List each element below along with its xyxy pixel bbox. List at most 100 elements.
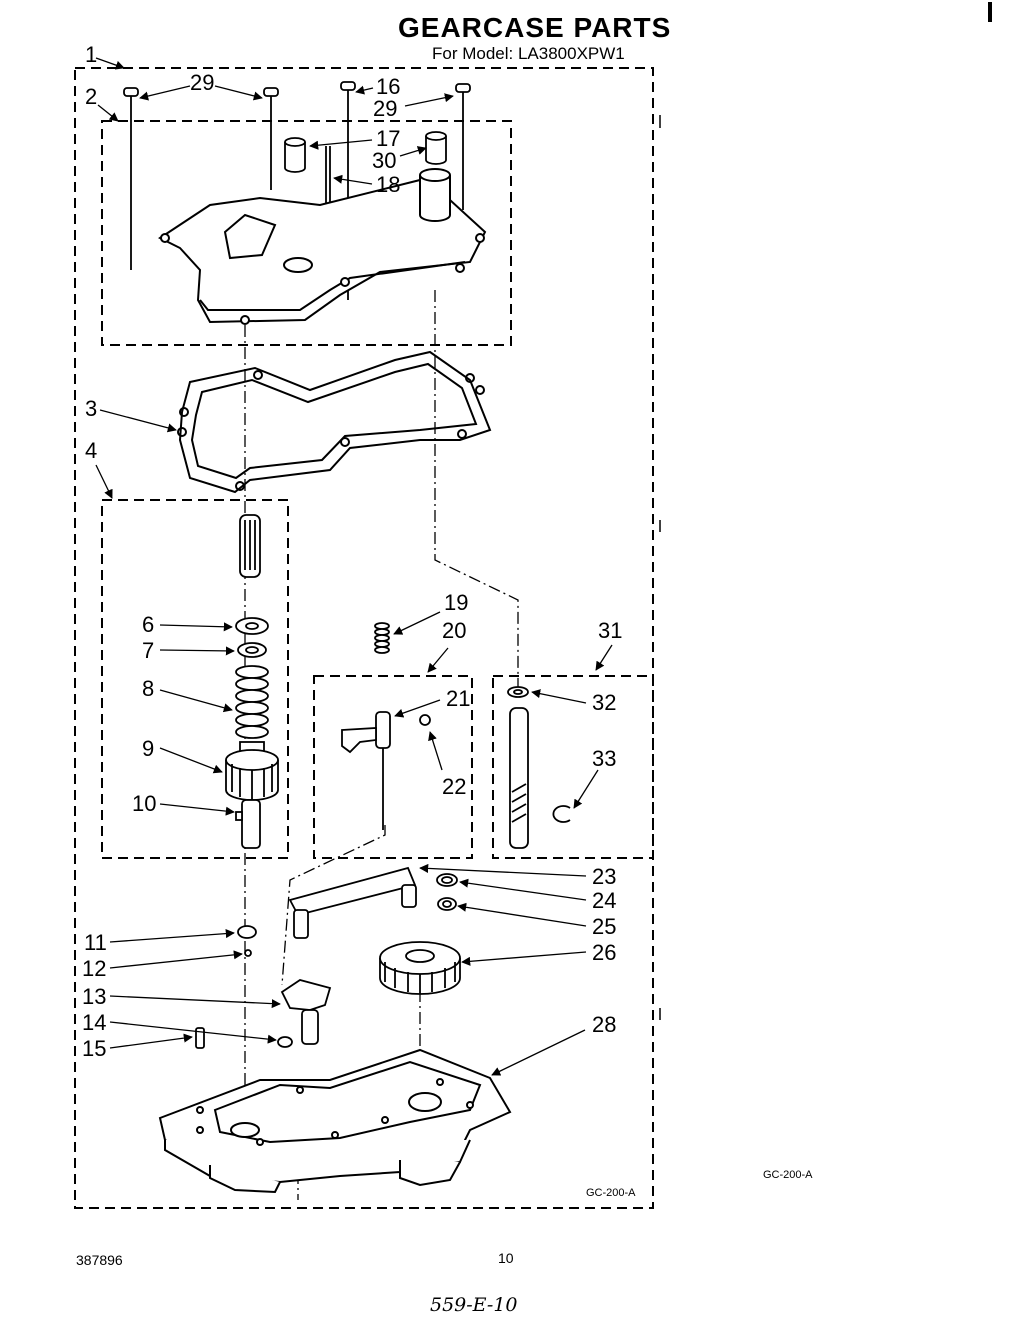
leader-10 bbox=[159, 803, 235, 816]
ball-12 bbox=[244, 949, 252, 957]
gearcase-base bbox=[158, 1048, 512, 1194]
leader-16 bbox=[355, 85, 374, 95]
leader-13 bbox=[109, 995, 281, 1009]
drive-shaft bbox=[509, 707, 529, 849]
leader-4 bbox=[95, 464, 113, 499]
callout-11: 11 bbox=[84, 930, 107, 955]
screw-29-left bbox=[123, 87, 139, 270]
spring-8 bbox=[235, 665, 269, 739]
doc-number: 387896 bbox=[76, 1252, 123, 1268]
diagram-code-outside: GC-200-A bbox=[763, 1169, 813, 1181]
washer-6 bbox=[235, 617, 269, 635]
callout-22: 22 bbox=[442, 774, 467, 799]
callout-2: 2 bbox=[85, 84, 98, 109]
leader-12 bbox=[109, 950, 243, 969]
leader-24 bbox=[459, 878, 587, 901]
callout-13: 13 bbox=[82, 984, 107, 1009]
callout-9: 9 bbox=[142, 736, 155, 761]
align-line bbox=[281, 825, 386, 986]
leader-7 bbox=[159, 646, 235, 656]
assembly-frame-1 bbox=[74, 67, 654, 1209]
leader-9 bbox=[159, 747, 223, 774]
gasket-3 bbox=[177, 350, 492, 494]
callout-18: 18 bbox=[376, 172, 401, 197]
cover-frame-2 bbox=[101, 120, 512, 346]
callout-23: 23 bbox=[592, 864, 617, 889]
callout-32: 32 bbox=[592, 690, 617, 715]
clip-22 bbox=[419, 714, 431, 726]
leader-17 bbox=[309, 139, 373, 150]
leader-29a-left bbox=[139, 85, 191, 101]
leader-28 bbox=[491, 1029, 586, 1076]
callout-24: 24 bbox=[592, 888, 617, 913]
retaining-ring-33 bbox=[552, 805, 571, 823]
shaft-frame-31 bbox=[492, 675, 654, 859]
callout-8: 8 bbox=[142, 676, 155, 701]
pin-15 bbox=[195, 1027, 205, 1049]
shift-fork-21 bbox=[341, 711, 391, 830]
leader-14 bbox=[109, 1021, 277, 1044]
callout-19: 19 bbox=[444, 590, 469, 615]
leader-22 bbox=[428, 731, 443, 771]
callout-17: 17 bbox=[376, 126, 401, 151]
washer-32 bbox=[507, 686, 529, 698]
washer-24 bbox=[436, 873, 458, 887]
pinion-gear-9 bbox=[225, 741, 279, 801]
leader-1 bbox=[95, 57, 125, 70]
callout-10: 10 bbox=[132, 791, 157, 816]
callout-3: 3 bbox=[85, 396, 98, 421]
leader-33 bbox=[573, 769, 599, 809]
pinion-shaft bbox=[239, 514, 261, 578]
spring-19 bbox=[374, 622, 390, 654]
washer-7 bbox=[237, 642, 267, 658]
page-title: GEARCASE PARTS bbox=[398, 12, 672, 43]
model-line: For Model: LA3800XPW1 bbox=[432, 44, 625, 63]
leader-18 bbox=[333, 174, 373, 185]
callout-16: 16 bbox=[376, 74, 401, 99]
pinion-shaft-10 bbox=[235, 799, 261, 849]
callout-26: 26 bbox=[592, 940, 617, 965]
callout-33: 33 bbox=[592, 746, 617, 771]
leader-15 bbox=[109, 1033, 193, 1049]
callout-12: 12 bbox=[82, 956, 107, 981]
drive-arm-23 bbox=[288, 866, 417, 939]
callout-14: 14 bbox=[82, 1010, 107, 1035]
leader-21 bbox=[394, 699, 441, 718]
callout-7: 7 bbox=[142, 638, 155, 663]
leader-11 bbox=[109, 929, 235, 943]
leader-3 bbox=[99, 409, 177, 433]
leader-2 bbox=[97, 104, 119, 122]
callout-28: 28 bbox=[592, 1012, 617, 1037]
gearcase-cover bbox=[158, 168, 487, 325]
bearing-11 bbox=[237, 925, 257, 939]
shift-fork-frame-20 bbox=[313, 675, 473, 859]
shift-lever-13 bbox=[280, 979, 332, 1045]
bushing-30 bbox=[425, 131, 447, 165]
leader-29b bbox=[404, 93, 454, 107]
leader-31 bbox=[595, 644, 613, 671]
callout-21: 21 bbox=[446, 686, 471, 711]
screw-29-right bbox=[455, 83, 471, 210]
callout-1: 1 bbox=[85, 42, 98, 67]
callout-15: 15 bbox=[82, 1036, 107, 1061]
main-gear-26 bbox=[379, 941, 461, 995]
leader-20 bbox=[427, 647, 449, 673]
leader-8 bbox=[159, 689, 233, 713]
leader-30 bbox=[399, 146, 427, 157]
screw-29-middle bbox=[263, 87, 279, 190]
leader-6 bbox=[159, 622, 233, 632]
callout-20: 20 bbox=[442, 618, 467, 643]
callout-31: 31 bbox=[598, 618, 623, 643]
diagram-code-inside: GC-200-A bbox=[586, 1187, 636, 1199]
leader-29a-right bbox=[214, 85, 263, 101]
callout-25: 25 bbox=[592, 914, 617, 939]
callout-6: 6 bbox=[142, 612, 155, 637]
callout-29-top-left: 29 bbox=[190, 70, 215, 95]
leader-23 bbox=[419, 863, 587, 877]
align-line bbox=[434, 290, 519, 690]
leader-26 bbox=[461, 951, 587, 966]
bushing-17 bbox=[284, 137, 306, 173]
handwritten-note: 559-E-10 bbox=[430, 1294, 518, 1316]
leader-19 bbox=[393, 611, 441, 635]
